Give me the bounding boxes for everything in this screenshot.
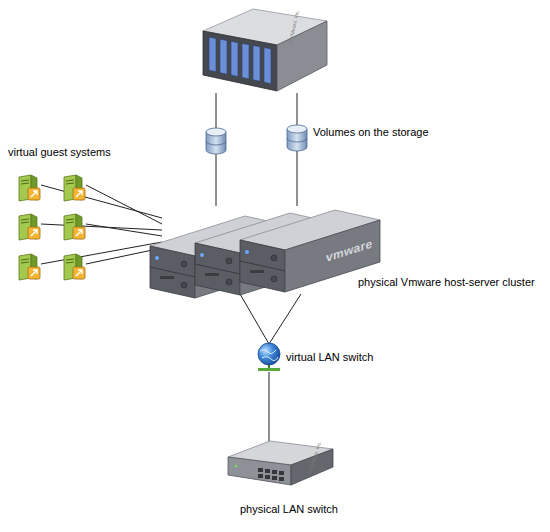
guest-vm-icon [64,254,85,280]
node-label: physical Vmware host-server cluster [358,276,535,289]
guest-vm-icon [64,175,85,201]
virtual-switch-node: virtual LAN switch [256,342,282,372]
connector-line [269,372,270,445]
host-cluster-node: vmwarephysical Vmware host-server cluste… [150,200,380,298]
physical-switch-node: © VMware, Inc.physical LAN switch [228,435,333,497]
group-heading: virtual guest systems [8,146,111,159]
node-label: virtual LAN switch [286,351,373,364]
guest-vm-icon [19,175,40,201]
vendor-logo: vmware [326,237,373,265]
guest-vm-icon [64,214,85,240]
storage-array [203,9,327,91]
guest-vm-icon [19,254,40,280]
watermark: © VMware, Inc. [306,440,322,474]
guest-vm-icon [19,214,40,240]
connector-line [240,294,301,344]
connector-line [41,185,162,264]
guest-group-node: virtual guest systems [8,146,108,286]
watermark: © VMware, Inc. [287,9,300,44]
node-label: physical LAN switch [240,503,338,516]
connector-line [216,154,217,206]
volume-node: Volumes on the storage [287,125,307,151]
server-cluster [150,210,380,298]
physical-switch [228,441,333,485]
volume-cylinder [287,125,307,151]
virtual-switch-globe [258,343,280,371]
volume-cylinder [206,128,226,154]
connector-line [297,151,298,206]
connector-line [297,93,298,125]
volume-node [206,128,226,154]
connector-line [216,93,217,128]
storage-array-node: © VMware, Inc. [203,3,327,93]
node-label: Volumes on the storage [313,126,429,139]
